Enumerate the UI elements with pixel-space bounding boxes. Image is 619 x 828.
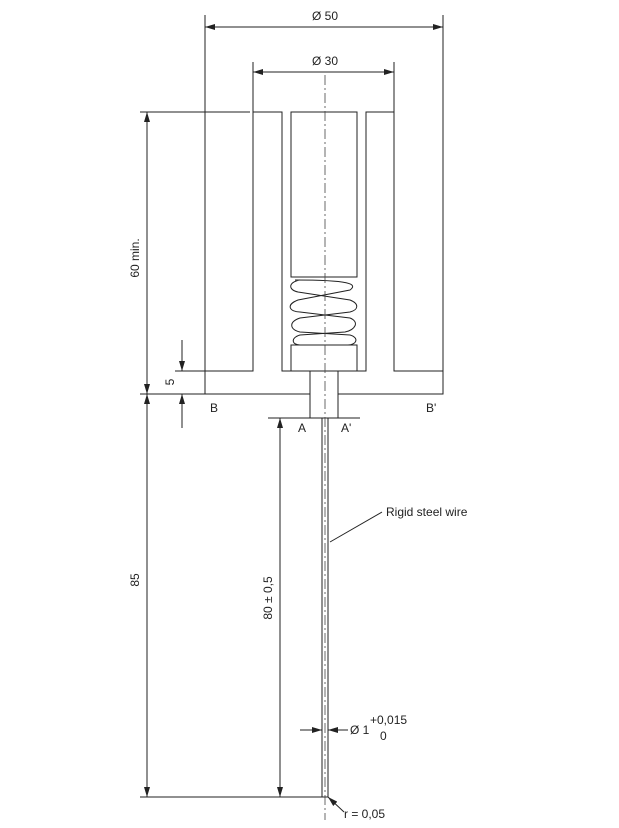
wire-tol-upper: +0,015 [370, 713, 407, 727]
wire-length-label: 80 ± 0,5 [261, 576, 275, 620]
flange-thickness-label: 5 [163, 378, 177, 385]
wire-tol-lower: 0 [380, 729, 387, 743]
section-b-label: B [210, 401, 218, 415]
piston [290, 111, 358, 278]
tip-radius-label: r = 0,05 [344, 807, 385, 821]
housing-body [204, 111, 444, 395]
plunger [290, 344, 358, 372]
section-b-prime-label: B' [426, 401, 436, 415]
tip-radius-leader [327, 796, 345, 813]
section-a-label: A [298, 421, 306, 435]
spring [289, 279, 358, 346]
wire-leader [329, 511, 383, 543]
stem [309, 370, 339, 419]
wire-label: Rigid steel wire [386, 505, 468, 519]
inner-diameter-label: Ø 30 [312, 54, 338, 68]
outer-diameter-label: Ø 50 [312, 9, 338, 23]
section-a-prime-label: A' [341, 421, 351, 435]
extension-lines [140, 15, 444, 798]
wire-diameter-label: Ø 1 [350, 723, 370, 737]
total-length-label: 85 [128, 573, 142, 587]
body-height-label: 60 min. [128, 238, 142, 277]
